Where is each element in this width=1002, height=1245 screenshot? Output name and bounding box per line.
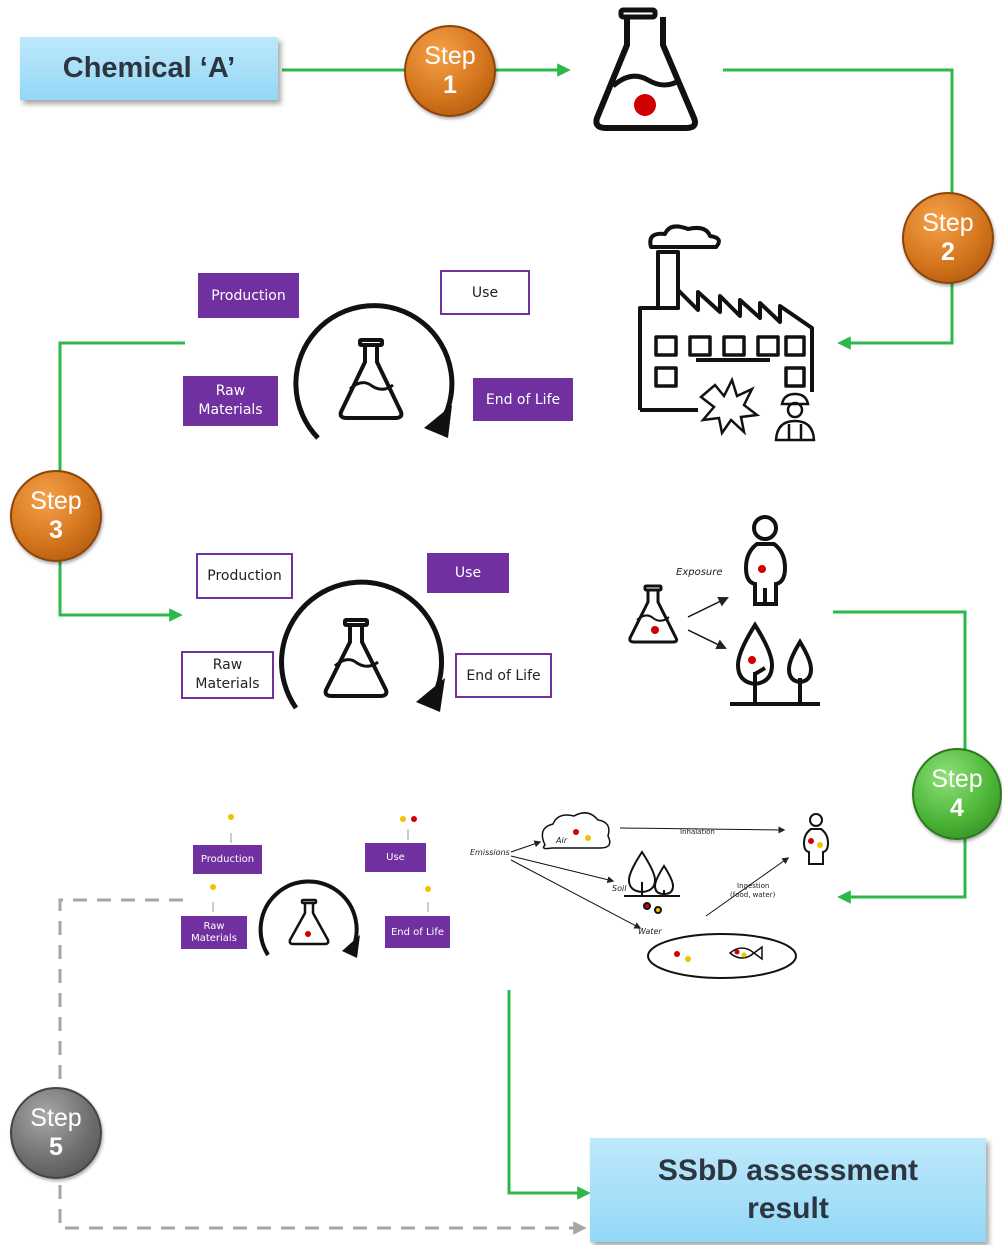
- label-use: Use: [427, 553, 509, 593]
- label-end-of-life: End of Life: [473, 378, 573, 421]
- worker-icon: [770, 392, 820, 442]
- label-use: Use: [365, 843, 426, 872]
- emissions-panel: [510, 812, 830, 979]
- label-end-of-life: End of Life: [385, 916, 450, 948]
- step-3-circle: Step 3: [10, 470, 102, 562]
- label-use: Use: [440, 270, 530, 315]
- step-1-circle: Step 1: [404, 25, 496, 117]
- person-icon: [743, 515, 788, 606]
- step-3-number: 3: [49, 516, 63, 544]
- label-production-text: Production: [200, 854, 255, 865]
- ingestion-label: Ingestion: [737, 882, 770, 890]
- step-5-word: Step: [30, 1104, 82, 1132]
- flask-icon: [593, 7, 698, 131]
- label-raw-materials-text: Raw Materials: [191, 920, 237, 944]
- flow-arrows: [58, 63, 967, 1200]
- label-end-of-life-text: End of Life: [390, 926, 445, 938]
- tree-icon: [624, 850, 680, 914]
- step-5-number: 5: [49, 1133, 63, 1161]
- flask-icon: [323, 618, 389, 698]
- step-1-word: Step: [424, 42, 476, 70]
- emission-dots: [210, 814, 431, 912]
- emissions-label: Emissions: [470, 848, 510, 857]
- label-use-text: Use: [386, 852, 405, 863]
- label-end-of-life-text: End of Life: [466, 667, 541, 684]
- inhalation-label: Inhalation: [680, 828, 715, 836]
- step-3-word: Step: [30, 487, 82, 515]
- label-production-text: Production: [207, 568, 282, 584]
- label-raw-materials: Raw Materials: [183, 376, 278, 426]
- step-1-number: 1: [443, 71, 457, 99]
- step-4-circle: Step 4: [912, 748, 1002, 840]
- label-production: Production: [196, 553, 293, 599]
- step-2-word: Step: [922, 209, 974, 237]
- person-icon: [802, 813, 830, 865]
- fish-icon: [728, 945, 763, 961]
- exposure-label: Exposure: [676, 567, 723, 578]
- air-label: Air: [556, 836, 567, 845]
- arrow-step5-dashed: [58, 898, 587, 1235]
- step-2-number: 2: [941, 238, 955, 266]
- label-raw-materials: Raw Materials: [181, 916, 247, 949]
- water-label: Water: [638, 927, 662, 936]
- label-raw-materials-text: Raw Materials: [198, 383, 263, 418]
- result-label: SSbD assessment result: [657, 1154, 919, 1225]
- ingestion-sub-label: (food, water): [730, 891, 776, 899]
- label-use-text: Use: [454, 565, 482, 581]
- explosion-icon: [698, 372, 761, 437]
- factory-icon: [638, 224, 814, 412]
- soil-label: Soil: [612, 884, 627, 893]
- label-end-of-life-text: End of Life: [485, 391, 561, 408]
- label-raw-materials-text: Raw Materials: [195, 657, 260, 692]
- flask-icon: [338, 338, 404, 420]
- flask-icon: [288, 898, 330, 946]
- label-raw-materials: Raw Materials: [181, 651, 274, 699]
- lifecycle-arrow-icon: [258, 879, 360, 958]
- cloud-icon: [541, 812, 611, 850]
- label-production: Production: [193, 845, 262, 874]
- step-4-word: Step: [931, 765, 983, 793]
- result-box: SSbD assessment result: [590, 1138, 986, 1242]
- lifecycle-arrow-icon: [279, 579, 445, 712]
- step-5-circle: Step 5: [10, 1087, 102, 1179]
- flask-icon: [628, 584, 679, 644]
- step-4-number: 4: [950, 794, 964, 822]
- step-2-circle: Step 2: [902, 192, 994, 284]
- lifecycle-arrow-icon: [293, 303, 455, 440]
- arrow-emissions-to-result: [507, 990, 591, 1200]
- label-end-of-life: End of Life: [455, 653, 552, 698]
- label-production: Production: [198, 273, 299, 318]
- chemical-a-box: Chemical ‘A’: [20, 37, 278, 100]
- tree-icon: [730, 621, 820, 706]
- chemical-a-label: Chemical ‘A’: [62, 52, 236, 84]
- exposure-panel: [628, 515, 820, 706]
- label-use-text: Use: [471, 284, 499, 301]
- label-production-text: Production: [211, 287, 286, 304]
